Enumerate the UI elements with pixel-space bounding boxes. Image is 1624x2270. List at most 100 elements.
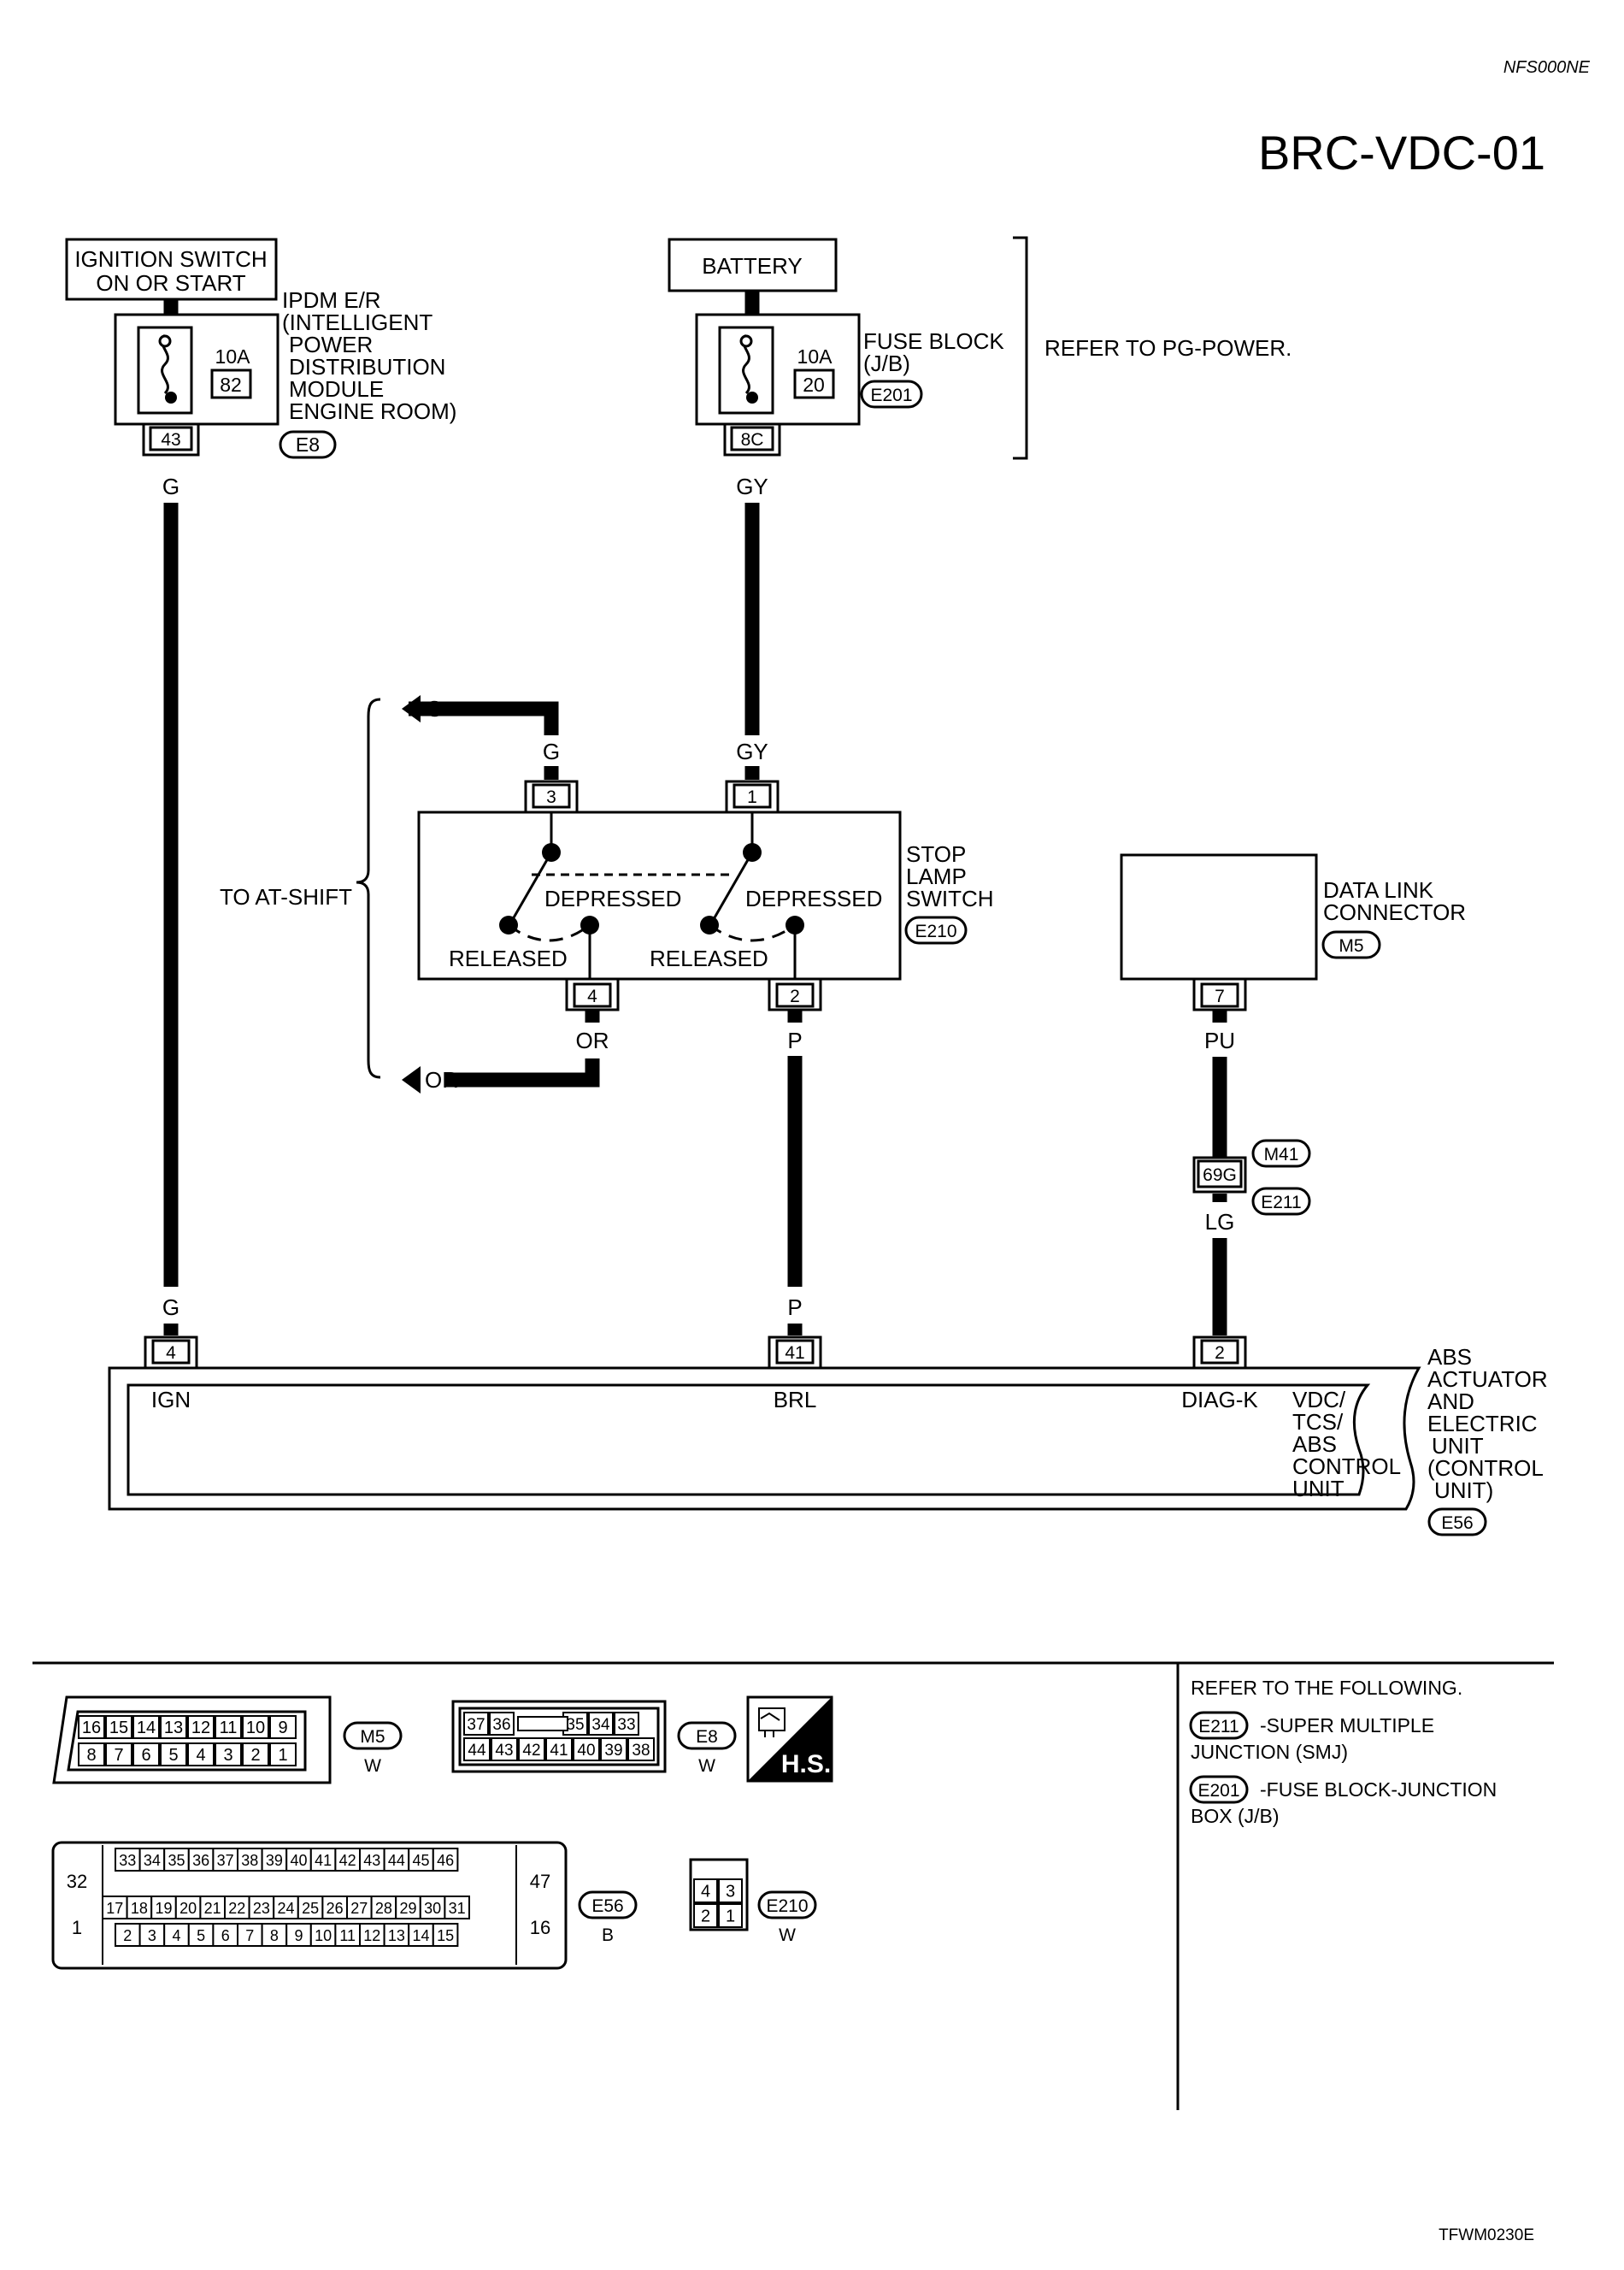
e8-pin-39-cell — [600, 1737, 627, 1761]
m5-pin-2: 2 — [250, 1746, 260, 1765]
e56-pin-23: 23 — [253, 1900, 270, 1917]
m5-name: M5 — [360, 1727, 385, 1747]
abs-inner-3: ABS — [1292, 1431, 1337, 1457]
e56-name: E56 — [591, 1896, 623, 1916]
e210-pin-1-cell — [718, 1903, 743, 1928]
e56-pin-39-cell — [261, 1848, 288, 1872]
at-shift-label: TO AT-SHIFT — [220, 884, 352, 910]
m5-pin-13: 13 — [164, 1719, 183, 1737]
e56-pin-42: 42 — [339, 1852, 356, 1869]
abs-outer-5: UNIT — [1432, 1433, 1484, 1459]
m5-pin-7: 7 — [114, 1746, 123, 1765]
ipdm-connector-name: E8 — [296, 433, 320, 456]
page-title: BRC-VDC-01 — [1258, 126, 1545, 180]
abs-outer-1: ABS — [1427, 1344, 1472, 1370]
e8-pin-34-cell — [588, 1712, 614, 1736]
stop-lamp-label-3: SWITCH — [906, 886, 994, 911]
e56-pin-9: 9 — [294, 1927, 303, 1944]
dlc-connector-tag: M5 — [1321, 930, 1381, 959]
m5-pin-14: 14 — [137, 1719, 156, 1737]
m5-pin-15-cell — [105, 1715, 132, 1739]
e8-pin-44: 44 — [468, 1742, 486, 1760]
e56-pin-36: 36 — [192, 1852, 209, 1869]
e56-pin-37: 37 — [217, 1852, 234, 1869]
fuse-block-connector-tag: E201 — [860, 380, 923, 409]
abs-outer-7: UNIT) — [1434, 1477, 1493, 1503]
e56-pin-14-cell — [408, 1923, 434, 1947]
refer-power-note: REFER TO PG-POWER. — [1044, 335, 1292, 361]
m5-pin-9: 9 — [278, 1719, 287, 1737]
e56-pin-17: 17 — [106, 1900, 123, 1917]
fuse-block-terminal-pin: 8C — [741, 430, 764, 450]
e56-pin-21: 21 — [204, 1900, 221, 1917]
wire-g-at-shift — [409, 701, 559, 735]
m5-pin-8-cell — [78, 1742, 105, 1766]
wire-gy-top: GY — [736, 474, 768, 499]
ipdm-label-5: MODULE — [289, 376, 384, 402]
fuse-block-number: 20 — [803, 374, 825, 396]
e8-pin-41: 41 — [550, 1742, 568, 1760]
wire-lg-label: LG — [1205, 1209, 1235, 1235]
e56-pin-36-cell — [187, 1848, 215, 1872]
e56-pin-18: 18 — [131, 1900, 148, 1917]
refer-heading: REFER TO THE FOLLOWING. — [1191, 1677, 1462, 1699]
e56-pin-44: 44 — [388, 1852, 405, 1869]
abs-outer-4: ELECTRIC — [1427, 1411, 1538, 1436]
e56-pin-7: 7 — [245, 1927, 254, 1944]
abs-pin-ign: 4 — [166, 1343, 176, 1363]
e56-pin-41: 41 — [315, 1852, 332, 1869]
e210-pin-4: 4 — [701, 1883, 710, 1901]
e8-pin-40: 40 — [577, 1742, 595, 1760]
abs-signal-diag: DIAG-K — [1181, 1387, 1258, 1412]
e8-pin-38-cell — [627, 1737, 655, 1761]
e8-pin-36: 36 — [492, 1716, 510, 1734]
e56-pin-34-cell — [138, 1848, 166, 1872]
stop-lamp-pin-1: 1 — [747, 787, 757, 807]
e56-pin-3: 3 — [148, 1927, 156, 1944]
e56-pin-20: 20 — [179, 1900, 197, 1917]
stop-lamp-released-2: RELEASED — [650, 946, 768, 971]
e56-pin-4: 4 — [172, 1927, 180, 1944]
abs-inner-5: UNIT — [1292, 1476, 1345, 1501]
joint-connector-bottom: E211 — [1261, 1193, 1302, 1212]
stop-lamp-connector-tag: E210 — [904, 916, 968, 945]
dlc-connector-name: M5 — [1339, 936, 1363, 956]
m5-pin-2-cell — [242, 1742, 269, 1766]
e8-pin-36-cell — [489, 1712, 515, 1736]
e56-pin-45-cell — [408, 1848, 434, 1872]
ignition-label-1: IGNITION SWITCH — [74, 246, 267, 272]
ipdm-label-2: (INTELLIGENT — [282, 310, 432, 335]
m5-pin-1: 1 — [278, 1746, 287, 1765]
e56-pin-31: 31 — [449, 1900, 466, 1917]
dlc-label-1: DATA LINK — [1323, 877, 1434, 903]
e56-pin-11: 11 — [339, 1927, 356, 1944]
e56-pin-39: 39 — [266, 1852, 283, 1869]
e210-pin-3: 3 — [726, 1883, 735, 1901]
ipdm-fuse-number: 82 — [220, 374, 242, 396]
e56-pin-12: 12 — [363, 1927, 380, 1944]
e56-pin-38: 38 — [241, 1852, 258, 1869]
e8-pin-43: 43 — [495, 1742, 513, 1760]
dlc-pin: 7 — [1215, 987, 1225, 1006]
m5-pin-4: 4 — [196, 1746, 205, 1765]
ignition-label-2: ON OR START — [96, 270, 245, 296]
e56-pin-45: 45 — [412, 1852, 429, 1869]
abs-signal-brl: BRL — [774, 1387, 817, 1412]
abs-pin-brl: 41 — [785, 1343, 804, 1363]
fuse-block-label-1: FUSE BLOCK — [863, 328, 1004, 354]
e56-pin-8: 8 — [270, 1927, 279, 1944]
wire-gy-bottom: GY — [736, 739, 768, 764]
e8-pin-41-cell — [545, 1737, 573, 1761]
fuse-block-rating: 10A — [797, 345, 833, 368]
e8-pin-37: 37 — [467, 1716, 485, 1734]
ipdm-label-3: POWER — [289, 332, 373, 357]
wire-g-at-label: G — [426, 696, 443, 722]
e56-pin-18-cell — [126, 1896, 153, 1919]
ipdm-fuse: 10A 82 — [114, 313, 279, 426]
e8-key-slot — [517, 1716, 568, 1731]
abs-outer-6: (CONTROL — [1427, 1455, 1544, 1481]
e56-pin-9-cell — [285, 1923, 312, 1947]
ipdm-terminal-pin: 43 — [161, 430, 180, 450]
data-link-connector: 7 — [1120, 853, 1318, 1011]
